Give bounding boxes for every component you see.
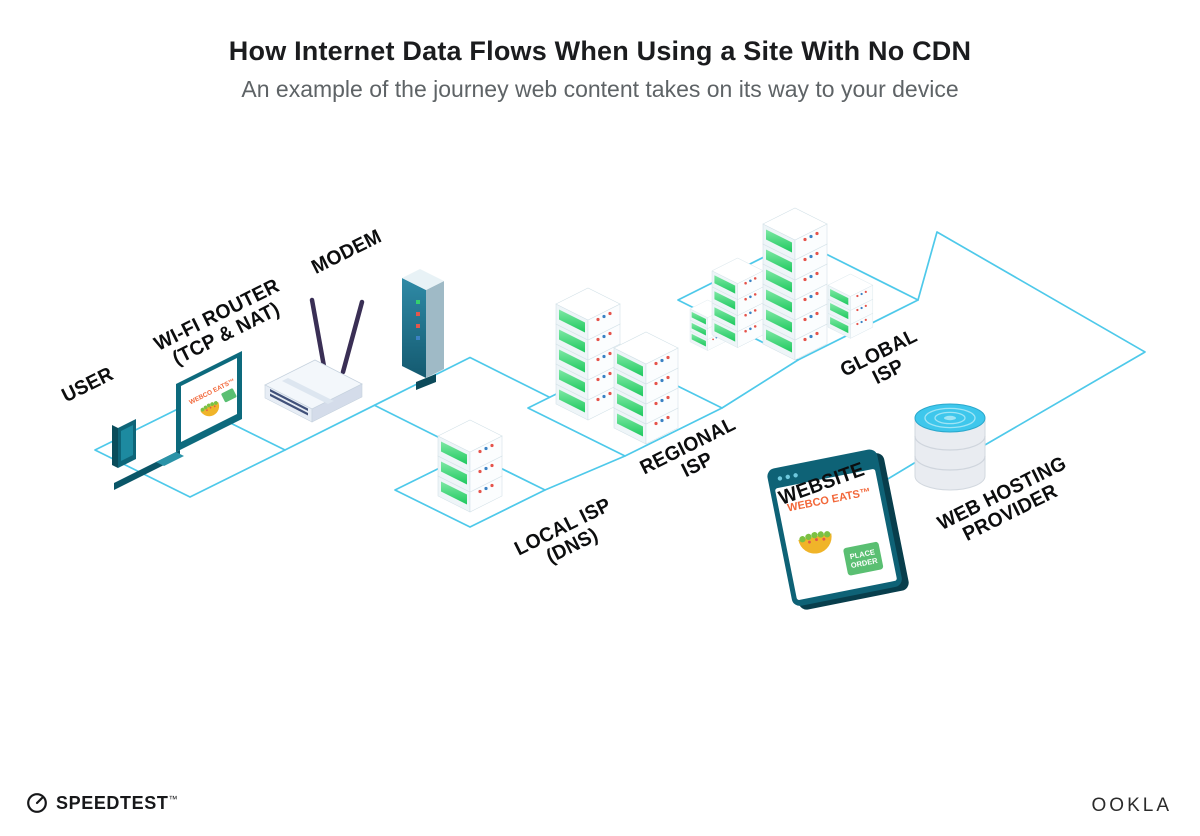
connection-local-to-regional (544, 455, 626, 491)
laptop-trackpad (156, 452, 184, 466)
tablet-illustration (112, 419, 136, 468)
modem-stand (416, 374, 436, 390)
database-top-center (944, 415, 956, 421)
laptop-order-badge (221, 388, 237, 403)
router-vent-stripe-1 (270, 389, 308, 411)
laptop-screen (181, 358, 237, 442)
modem-illustration (402, 269, 444, 390)
modem-led-blue (416, 336, 420, 340)
database-body (914, 417, 986, 491)
regional-isp-server-stack-right (613, 331, 679, 445)
router-side (311, 383, 363, 423)
page-subtitle: An example of the journey web content ta… (241, 76, 959, 102)
router-antenna-right (340, 299, 365, 375)
website-window-illustration: WEBCO EATS™ PLACE ORDER (767, 449, 909, 610)
database-top-ring-outer (924, 407, 976, 429)
modem-top-face (402, 269, 444, 290)
speedtest-logo: SPEEDTEST™ (26, 792, 178, 814)
global-isp-server-stack-main (762, 207, 828, 361)
ookla-wordmark-text: OOKLA (1091, 795, 1172, 816)
gauge-icon (27, 793, 47, 813)
ookla-logo: OOKLA (1092, 795, 1172, 817)
router-groove (282, 378, 334, 404)
connection-regional-to-global (721, 359, 799, 409)
database-groove-2 (914, 455, 986, 471)
page-title: How Internet Data Flows When Using a Sit… (228, 36, 972, 66)
local-isp-server-stack (437, 419, 503, 513)
router-vent-stripe-2 (270, 393, 308, 416)
modem-front-face (402, 278, 426, 378)
modem-side-face (426, 281, 444, 378)
regional-isp-server-stack-left (555, 287, 621, 421)
speedtest-wordmark-text: SPEEDTEST (56, 792, 169, 813)
window-control-dot-3 (793, 473, 798, 478)
modem-led-green (416, 300, 420, 304)
tablet-screen (121, 425, 133, 461)
database-top-ring-inner (934, 411, 966, 425)
global-isp-server-stack-right (827, 273, 874, 339)
place-order-button (843, 541, 884, 576)
router-illustration (264, 297, 365, 423)
hosting-database-illustration (914, 403, 986, 491)
modem-led-red-1 (416, 312, 420, 316)
connection-user-to-regional (284, 356, 551, 451)
connection-global-to-hosting (917, 231, 1146, 450)
modem-led-red-2 (416, 324, 420, 328)
window-control-dot-2 (785, 474, 790, 480)
window-control-dot-1 (777, 476, 783, 481)
global-isp-server-stack-left (711, 257, 764, 349)
tablet-side (112, 425, 118, 468)
laptop-illustration: WEBCO EATS™ (114, 351, 242, 490)
database-groove-1 (914, 435, 986, 451)
router-antenna-left (309, 297, 328, 375)
speedtest-trademark: ™ (168, 793, 179, 804)
speedtest-wordmark: SPEEDTEST™ (56, 793, 178, 814)
